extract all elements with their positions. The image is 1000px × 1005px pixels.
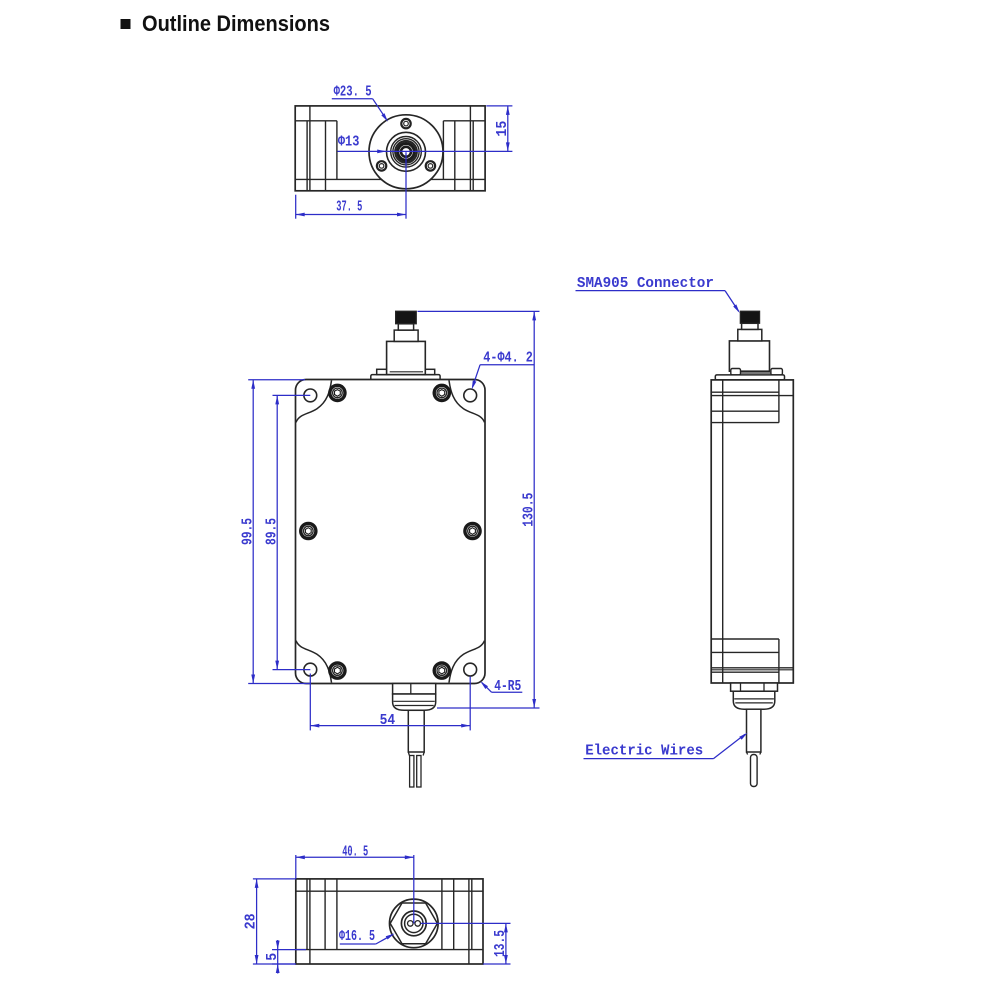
- svg-text:15: 15: [494, 121, 511, 137]
- svg-text:5: 5: [264, 953, 281, 961]
- svg-text:Φ16. 5: Φ16. 5: [339, 928, 375, 945]
- svg-text:130.5: 130.5: [520, 493, 537, 527]
- svg-text:Electric Wires: Electric Wires: [585, 742, 703, 760]
- svg-text:40. 5: 40. 5: [342, 843, 368, 860]
- svg-text:89.5: 89.5: [263, 518, 280, 545]
- svg-text:37. 5: 37. 5: [336, 199, 362, 216]
- svg-text:Outline Dimensions: Outline Dimensions: [142, 11, 330, 36]
- svg-text:13.5: 13.5: [492, 930, 509, 957]
- svg-text:54: 54: [380, 712, 396, 729]
- svg-text:4-R5: 4-R5: [494, 678, 521, 695]
- svg-text:SMA905 Connector: SMA905 Connector: [577, 274, 714, 292]
- svg-text:99.5: 99.5: [239, 518, 256, 545]
- svg-text:Φ23. 5: Φ23. 5: [334, 84, 372, 101]
- svg-text:4-Φ4. 2: 4-Φ4. 2: [483, 350, 533, 367]
- svg-text:Φ13: Φ13: [338, 134, 360, 151]
- svg-text:28: 28: [243, 913, 260, 929]
